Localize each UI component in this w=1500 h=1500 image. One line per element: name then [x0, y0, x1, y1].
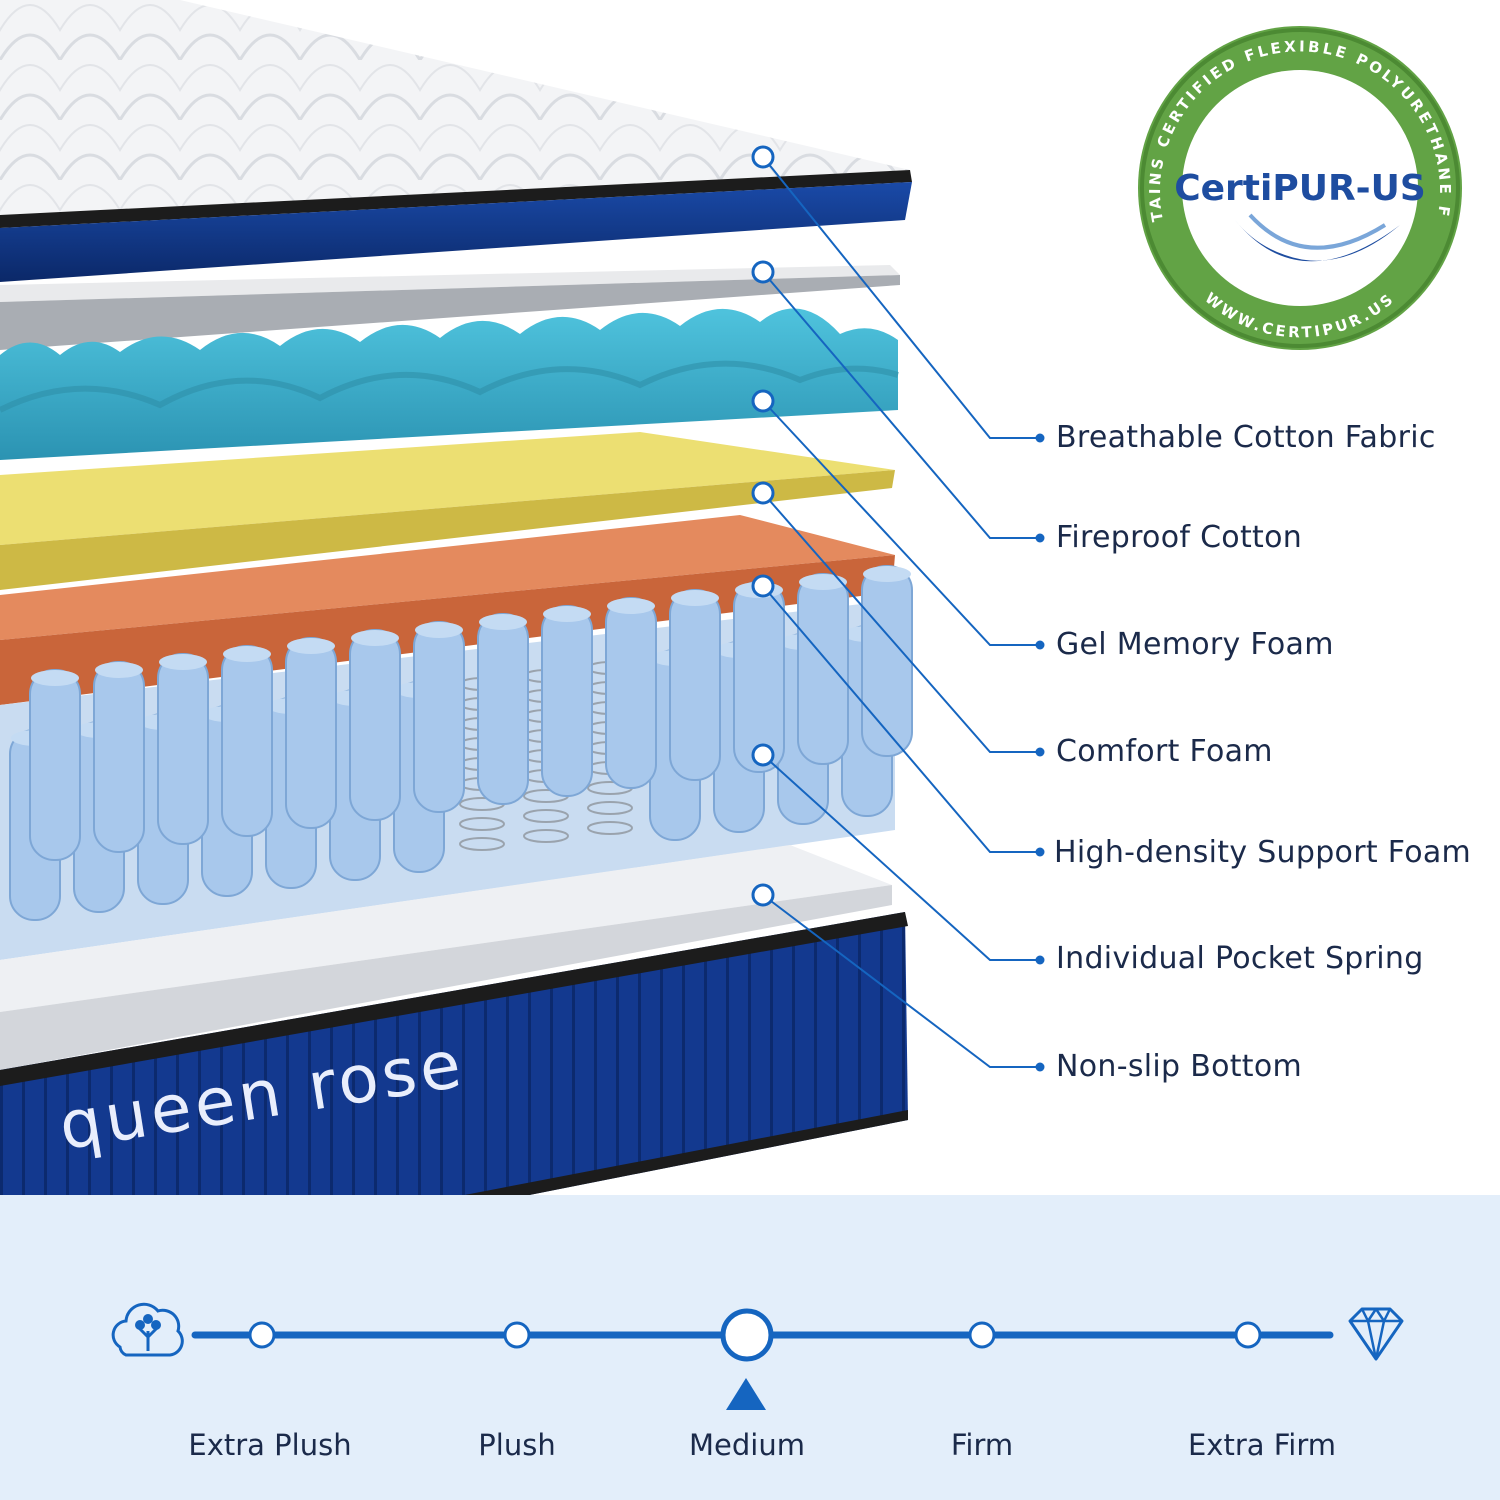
- firmness-dot-plush: [503, 1321, 531, 1349]
- spring-pocket: [733, 581, 785, 773]
- leader-line: [762, 894, 1040, 1068]
- leader-line: [762, 754, 1040, 961]
- firmness-scale: [0, 1195, 1500, 1500]
- layer-label-gel-memory-foam: Gel Memory Foam: [1056, 627, 1334, 662]
- leader-end-dot: [1035, 847, 1045, 857]
- spring-pocket: [605, 597, 657, 789]
- pocket-spring-layer: [0, 565, 913, 960]
- layer-marker: [751, 481, 775, 505]
- layer-marker: [751, 574, 775, 598]
- spring-pocket: [157, 653, 209, 845]
- leader-line: [762, 492, 1040, 753]
- cotton-fabric-layer: [0, 0, 912, 282]
- layer-marker: [751, 883, 775, 907]
- layer-label-breathable-cotton-fabric: Breathable Cotton Fabric: [1056, 420, 1436, 455]
- layer-label-fireproof-cotton: Fireproof Cotton: [1056, 520, 1303, 555]
- layer-marker: [751, 260, 775, 284]
- diamond-icon: [1348, 1307, 1404, 1361]
- fireproof-cotton-layer: [0, 265, 900, 350]
- spring-pocket: [541, 605, 593, 797]
- firmness-label-firm: Firm: [950, 1428, 1014, 1462]
- spring-pocket: [669, 589, 721, 781]
- spring-pocket: [29, 669, 81, 861]
- leader-lines: [751, 145, 1045, 1072]
- leader-line: [762, 400, 1040, 646]
- cotton-icon: [111, 1302, 184, 1357]
- spring-pocket: [285, 637, 337, 829]
- firmness-label-extra-plush: Extra Plush: [188, 1428, 352, 1462]
- leader-line: [762, 585, 1040, 853]
- spring-pocket: [349, 629, 401, 821]
- leader-end-dot: [1035, 747, 1045, 757]
- leader-line: [762, 271, 1040, 539]
- comfort-foam-layer: [0, 432, 895, 590]
- spring-pocket: [861, 565, 913, 757]
- layer-marker: [751, 145, 775, 169]
- spring-pocket: [477, 613, 529, 805]
- leader-end-dot: [1035, 1062, 1045, 1072]
- layer-label-non-slip-bottom: Non-slip Bottom: [1056, 1049, 1303, 1084]
- firmness-dot-extra-firm: [1234, 1321, 1262, 1349]
- firmness-dot-medium: [720, 1308, 774, 1362]
- layer-marker: [751, 389, 775, 413]
- selected-level-pointer: [726, 1378, 766, 1410]
- spring-pocket: [221, 645, 273, 837]
- leader-end-dot: [1035, 533, 1045, 543]
- spring-pocket: [797, 573, 849, 765]
- firmness-label-plush: Plush: [478, 1428, 556, 1462]
- firmness-label-extra-firm: Extra Firm: [1187, 1428, 1337, 1462]
- leader-line: [762, 156, 1040, 439]
- firmness-dot-firm: [968, 1321, 996, 1349]
- spring-pocket: [413, 621, 465, 813]
- leader-end-dot: [1035, 955, 1045, 965]
- leader-end-dot: [1035, 433, 1045, 443]
- firmness-label-medium: Medium: [689, 1428, 805, 1462]
- leader-end-dot: [1035, 640, 1045, 650]
- gel-memory-foam-layer: [0, 308, 899, 460]
- layer-marker: [751, 743, 775, 767]
- cert-name: CertiPUR-US: [1174, 168, 1426, 209]
- layer-label-individual-pocket-spring: Individual Pocket Spring: [1056, 941, 1424, 976]
- spring-pocket: [93, 661, 145, 853]
- layer-label-high-density-support-foam: High-density Support Foam: [1054, 835, 1472, 870]
- layer-label-comfort-foam: Comfort Foam: [1056, 734, 1273, 769]
- firmness-dot-extra-plush: [248, 1321, 276, 1349]
